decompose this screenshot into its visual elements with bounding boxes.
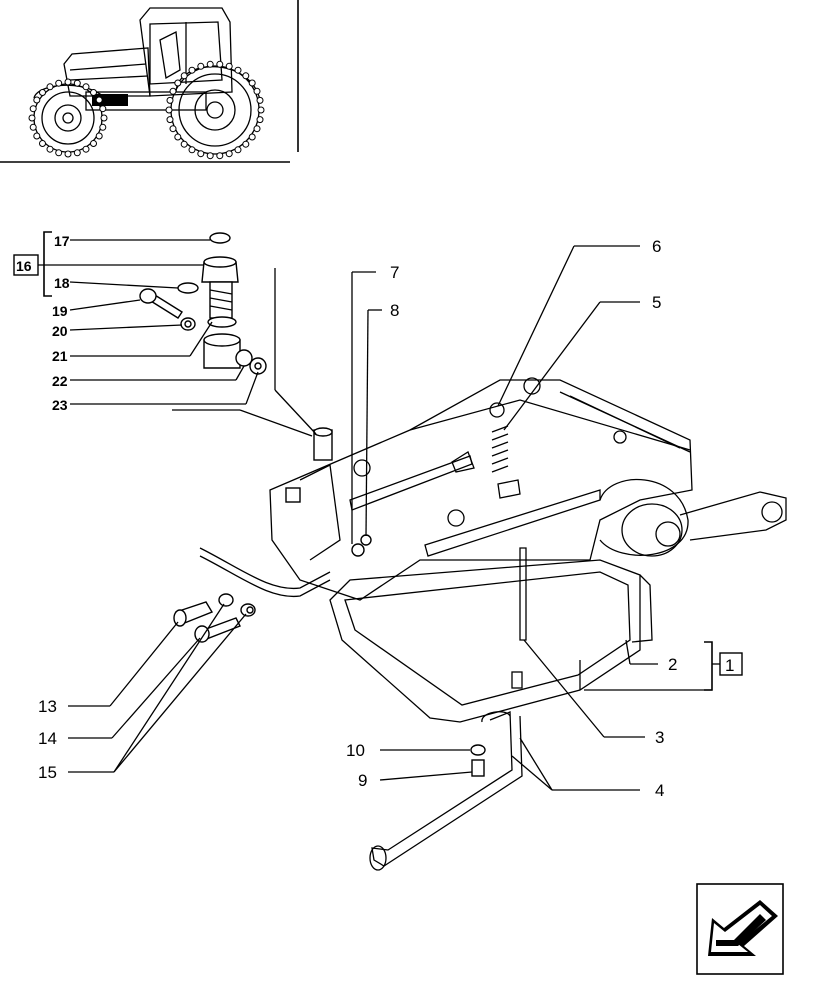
callout-2: 2 [668, 655, 677, 674]
nav-button[interactable] [696, 883, 784, 975]
callout-5: 5 [652, 293, 661, 312]
leader-lines [38, 231, 720, 791]
valve-assembly [139, 232, 267, 375]
breather-fitting [285, 427, 333, 503]
kit-box-16 [13, 254, 39, 276]
callout-17: 17 [54, 233, 70, 249]
oil-sump [329, 547, 653, 723]
tractor-icon [0, 0, 299, 163]
arrow-left-down-icon [708, 900, 778, 956]
callout-15: 15 [38, 763, 57, 782]
callout-22: 22 [52, 373, 68, 389]
callout-8: 8 [390, 301, 399, 320]
kit-label-1: 1 [725, 656, 734, 675]
filler-pipe [369, 711, 523, 871]
callout-3: 3 [655, 728, 664, 747]
callout-20: 20 [52, 323, 68, 339]
callout-9: 9 [358, 771, 367, 790]
callout-18: 18 [54, 275, 70, 291]
rear-axle-housing [269, 377, 787, 601]
spring [451, 425, 521, 499]
callout-6: 6 [652, 237, 661, 256]
callout-labels: 17 18 19 20 21 22 23 7 8 6 5 2 3 4 10 9 … [13, 233, 743, 800]
drain-plug-group [173, 593, 256, 643]
callout-7: 7 [390, 263, 399, 282]
kit-label-16: 16 [16, 258, 32, 274]
callout-4: 4 [655, 781, 664, 800]
callout-21: 21 [52, 348, 68, 364]
callout-13: 13 [38, 697, 57, 716]
callout-10: 10 [346, 741, 365, 760]
callout-14: 14 [38, 729, 57, 748]
callout-19: 19 [52, 303, 68, 319]
callout-23: 23 [52, 397, 68, 413]
kit-box-1 [719, 652, 743, 676]
